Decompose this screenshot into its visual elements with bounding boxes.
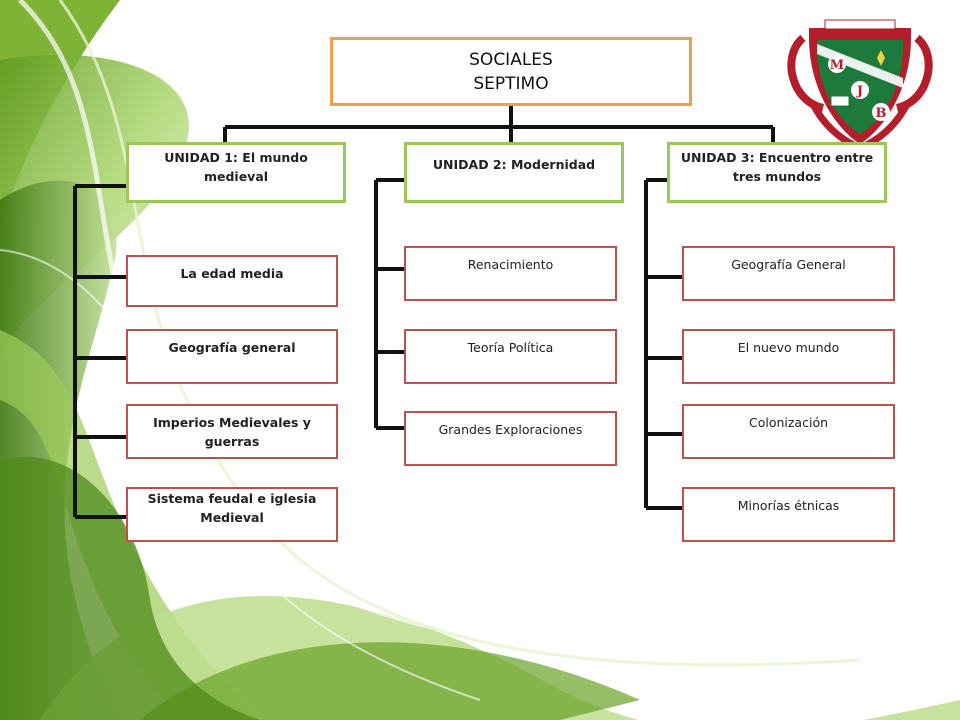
root-title: SOCIALES [469,49,553,70]
unit-2-item-1: Renacimiento [404,246,617,301]
item-label: Geografía general [168,340,296,355]
unit-3-item-2: El nuevo mundo [682,329,895,384]
unit-1-item-3: Imperios Medievales y guerras [126,404,338,459]
item-label: El nuevo mundo [737,340,840,355]
unit-3-node: UNIDAD 3: Encuentro entre tres mundos [667,142,887,203]
item-label: Colonización [748,415,829,430]
connector-lines [73,104,775,519]
root-node: SOCIALES SEPTIMO [330,37,692,106]
unit-3-item-4: Minorías étnicas [682,487,895,542]
unit-2-item-3: Grandes Exploraciones [404,411,617,466]
unit-2-item-2: Teoría Política [404,329,617,384]
root-subtitle: SEPTIMO [473,73,549,94]
unit-2-title: UNIDAD 2: Modernidad [432,157,596,172]
unit-1-node: UNIDAD 1: El mundo medieval [126,142,346,203]
unit-1-title: UNIDAD 1: El mundo medieval [164,150,308,184]
svg-text:M: M [830,58,844,73]
unit-3-item-1: Geografía General [682,246,895,301]
unit-2-node: UNIDAD 2: Modernidad [404,142,624,203]
unit-3-title: UNIDAD 3: Encuentro entre tres mundos [680,150,874,184]
unit-1-item-2: Geografía general [126,329,338,384]
svg-text:J: J [856,84,863,99]
item-label: Geografía General [731,257,846,272]
item-label: Sistema feudal e iglesia Medieval [147,491,317,525]
school-crest-logo: M J B [787,19,933,152]
unit-1-item-4: Sistema feudal e iglesia Medieval [126,487,338,542]
unit-3-item-3: Colonización [682,404,895,459]
item-label: Imperios Medievales y guerras [153,415,311,449]
item-label: Teoría Política [467,340,554,355]
svg-text:B: B [876,106,887,121]
item-label: Minorías étnicas [737,498,840,513]
item-label: Grandes Exploraciones [438,422,583,437]
item-label: La edad media [180,266,284,281]
item-label: Renacimiento [467,257,554,272]
unit-1-item-1: La edad media [126,255,338,307]
